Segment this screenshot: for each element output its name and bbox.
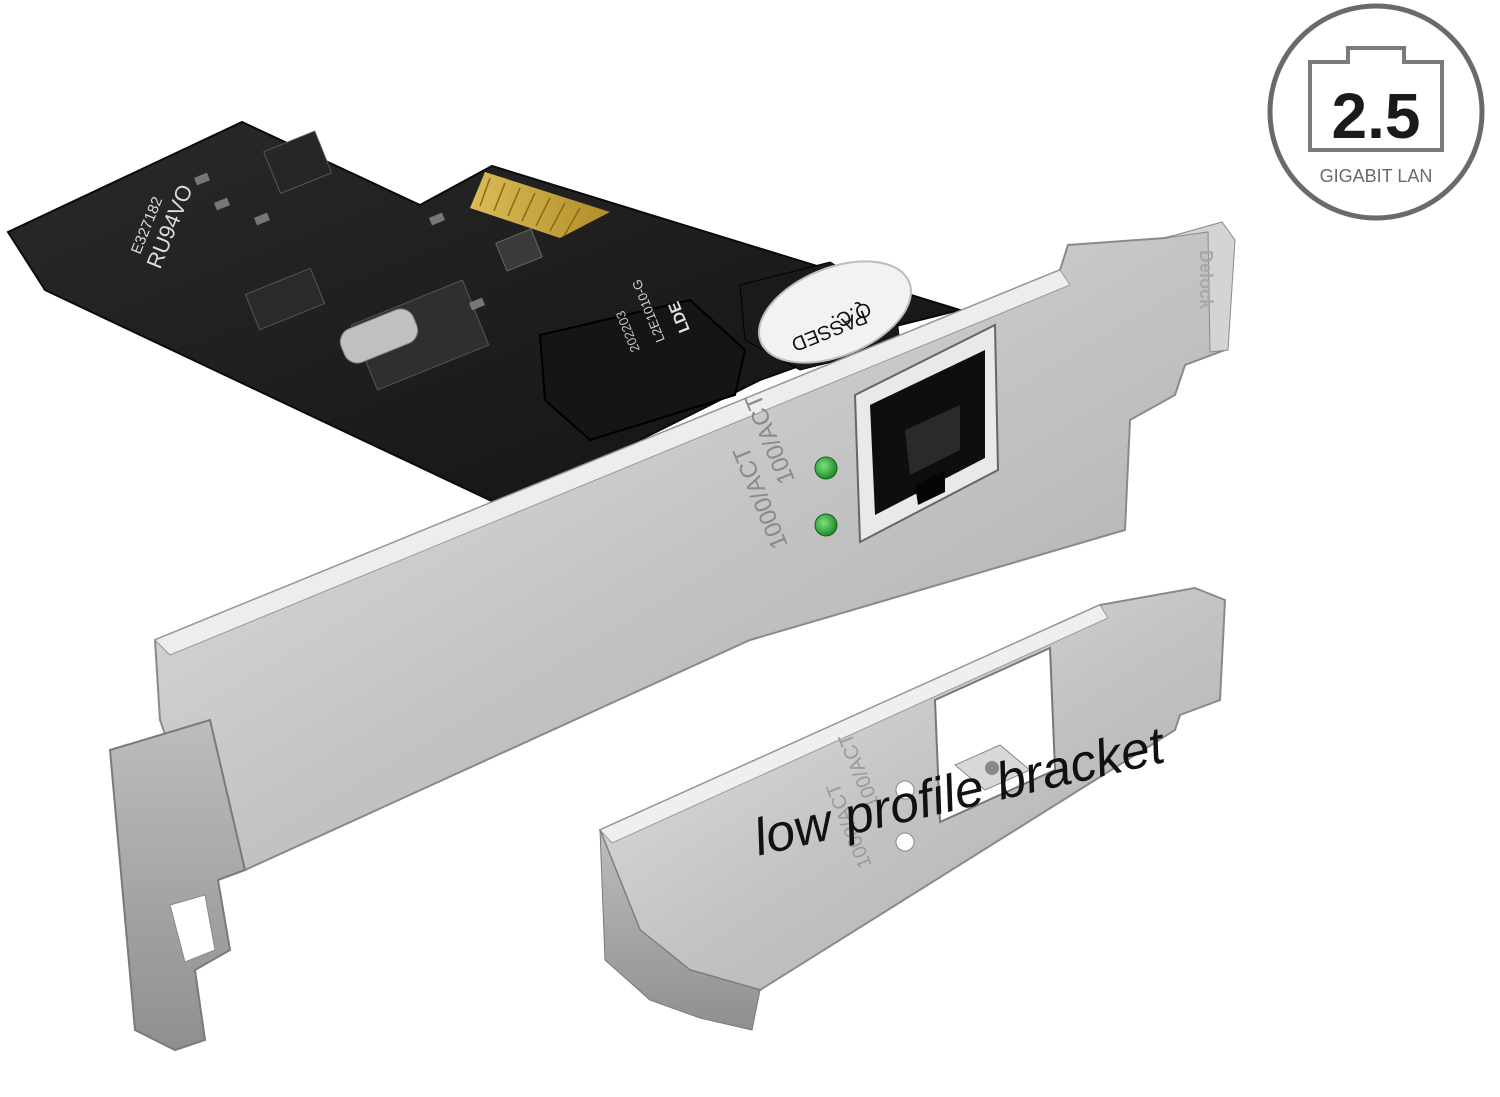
pcb-components <box>194 130 543 391</box>
low-profile-bracket: 100/ACT 1000/ACT <box>598 586 1227 1031</box>
bracket-top-fold <box>154 269 1071 656</box>
rj45-port[interactable] <box>853 323 1000 544</box>
gold-connector <box>470 172 610 238</box>
bracket-bottom-tab <box>108 718 247 1052</box>
led-100-act <box>814 456 838 480</box>
lp-bracket-top-fold <box>599 604 1109 844</box>
ethernet-port-icon <box>1308 46 1444 152</box>
magnetics-module: LDE L2E1010-G 202203 <box>538 277 747 442</box>
qc-sticker: Q.C. PASSED <box>758 260 912 364</box>
lp-screw-hole <box>985 761 999 775</box>
lp-port-cutout <box>933 646 1057 824</box>
lp-bracket-bottom-tab <box>599 829 761 1031</box>
gigabit-lan-badge: 2.5 GIGABIT LAN <box>1267 3 1485 221</box>
gold-contact-lines <box>479 177 581 237</box>
full-profile-bracket: Delock 100/ACT 1000/ACT <box>108 221 1236 1052</box>
badge-caption: GIGABIT LAN <box>1320 166 1433 186</box>
badge-value: 2.5 <box>1332 80 1421 152</box>
bracket-brand-mark: Delock <box>1196 250 1216 310</box>
network-card: RU94VO E327182 LDE L2E1010-G 202203 Q.C.… <box>6 120 964 507</box>
lp-led-hole-top <box>895 780 915 800</box>
rj45-latch-slot <box>915 470 945 505</box>
bracket-bottom-slot <box>169 894 216 963</box>
led-1000-act <box>814 513 838 537</box>
bracket-screw-tab <box>1164 221 1236 353</box>
badge-circle <box>1267 3 1485 221</box>
lp-led-hole-bottom <box>895 832 915 852</box>
